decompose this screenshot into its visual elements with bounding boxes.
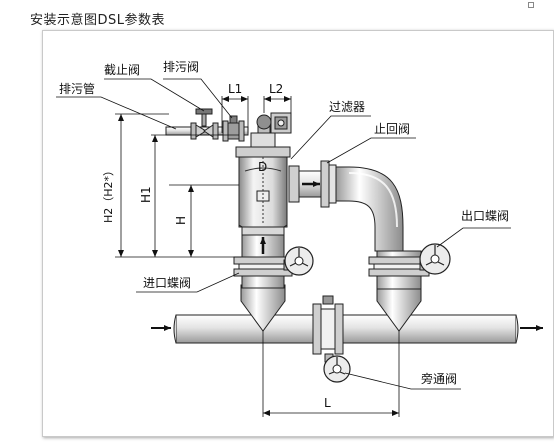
page-caption: 安装示意图DSL参数表 [30, 13, 166, 28]
outlet-butterfly-valve-actuator [419, 243, 451, 275]
filter-motor [250, 112, 292, 148]
diagram-frame: D [42, 30, 554, 437]
drain-line [165, 108, 249, 142]
bypass-valve [312, 295, 351, 383]
filter-body [235, 146, 301, 236]
corner-mark-top [528, 2, 534, 8]
dim-l2-label: L2 [269, 82, 283, 96]
label-outlet-butterfly-valve: 出口蝶阀 [461, 208, 509, 223]
label-check-valve: 止回阀 [374, 122, 410, 136]
inlet-butterfly-valve-actuator [283, 246, 314, 276]
outlet-elbow [335, 166, 404, 252]
label-bypass-valve: 旁通阀 [421, 371, 457, 386]
dim-h1-label: H1 [139, 186, 153, 203]
label-drain-valve: 排污阀 [163, 60, 199, 74]
label-filter: 过滤器 [329, 100, 365, 114]
dim-l1-label: L1 [228, 82, 242, 96]
installation-diagram: D [56, 60, 543, 417]
label-inlet-butterfly-valve: 进口蝶阀 [143, 275, 191, 290]
label-drain-pipe: 排污管 [59, 81, 95, 96]
dim-l-label: L [324, 396, 331, 410]
outlet-riser [368, 250, 430, 290]
dim-h-label: H [174, 216, 188, 225]
dim-h2-label: H2（H2*） [102, 165, 115, 223]
label-stop-valve: 截止阀 [104, 63, 140, 77]
main-pipe [173, 314, 519, 344]
dim-d-label: D [258, 160, 267, 174]
